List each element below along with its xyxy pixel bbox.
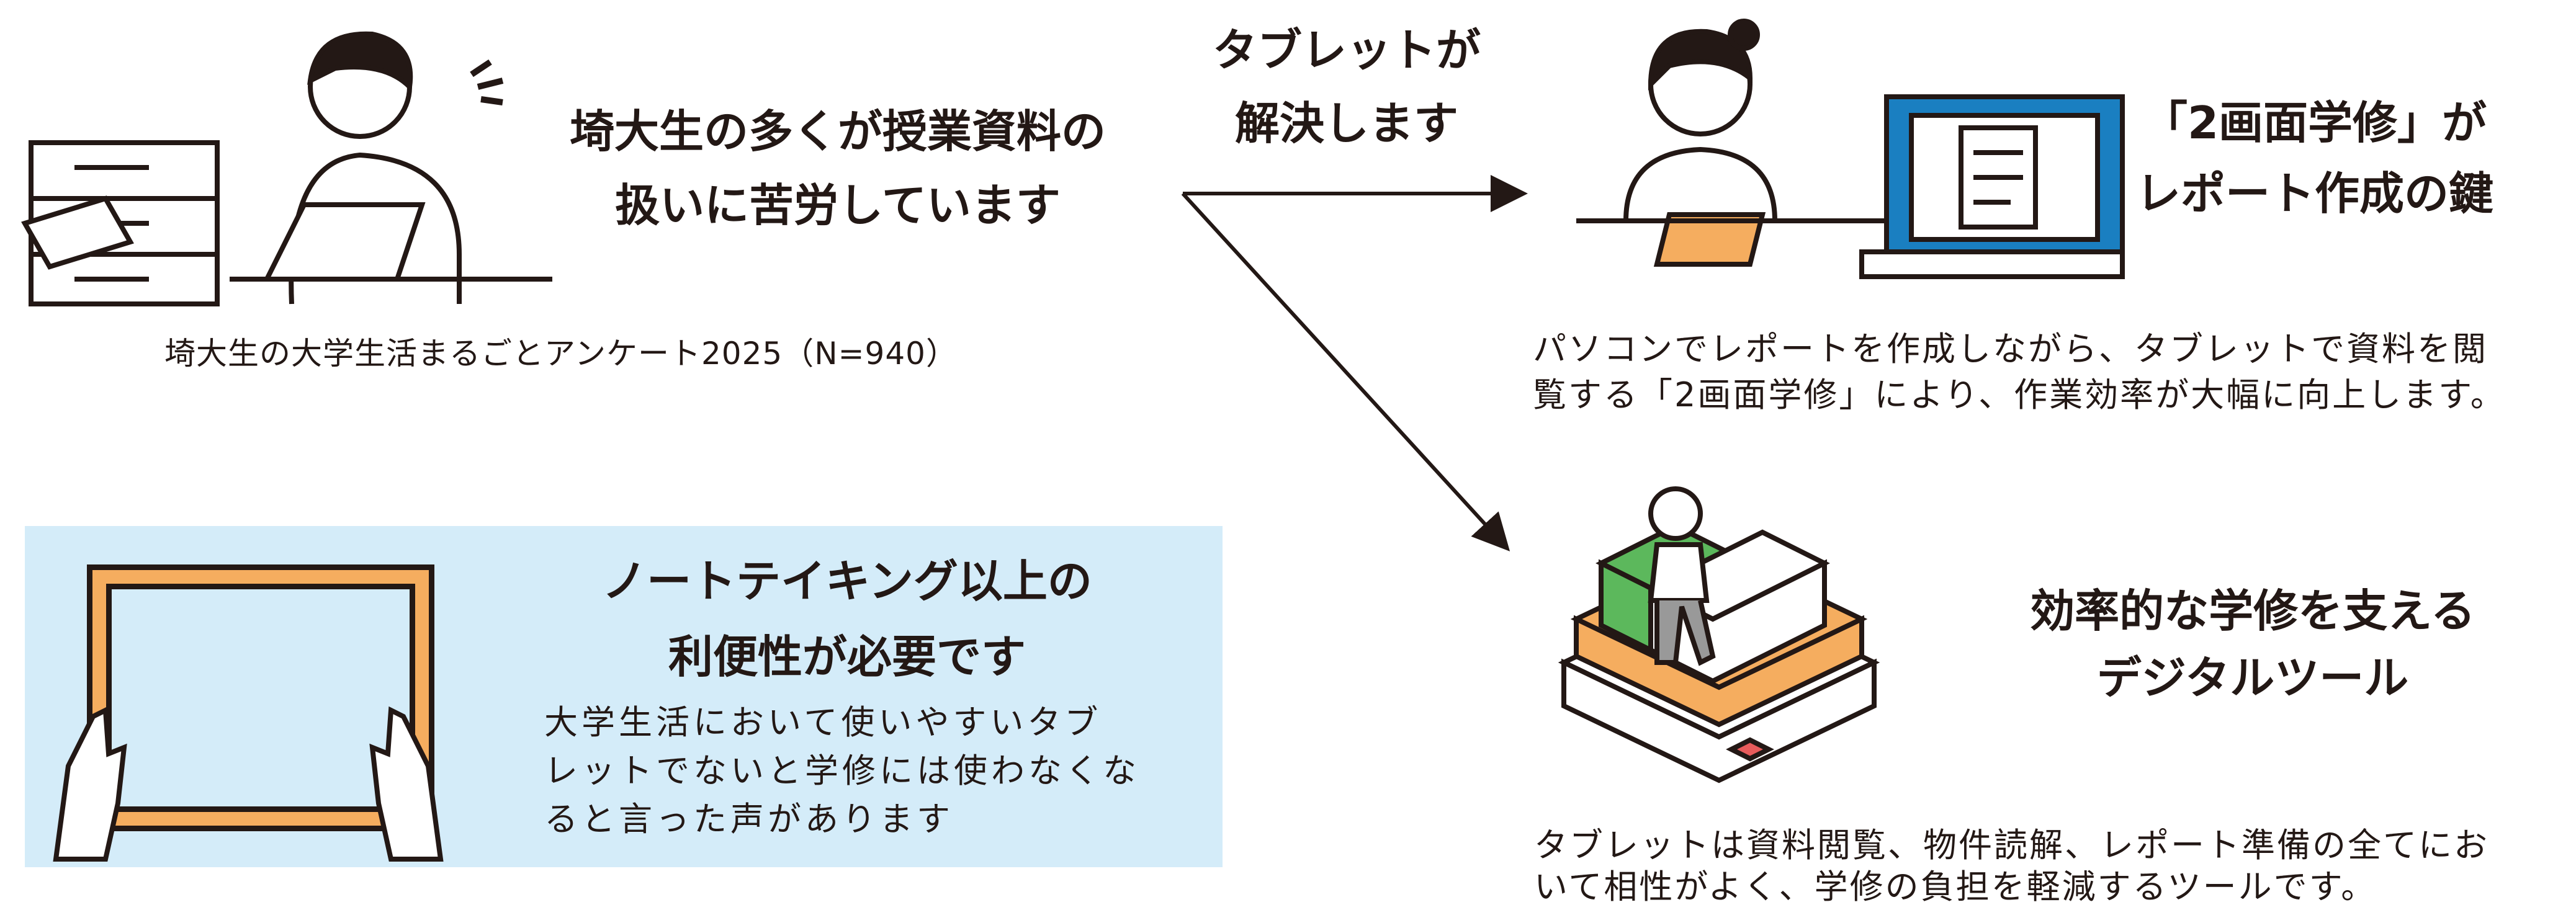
tablet-held-in-hands-illustration [53,564,444,862]
dual-screen-text-line1: パソコンでレポートを作成しながら、タブレットで資料を閲 [1533,329,2488,368]
arrow-to-digital-tool [1181,192,1510,551]
dual-screen-heading-line1: 「2画面学修」が [2142,97,2487,149]
requirement-text-line3: ると言った声があります [544,800,954,839]
problem-heading-line1: 埼大生の多くが授業資料の [569,105,1106,158]
requirement-heading-line2: 利便性が必要です [668,631,1026,683]
arrow-label-line2: 解決します [1234,97,1458,149]
student-with-printer-illustration [21,31,552,306]
survey-caption: 埼大生の大学生活まるごとアンケート2025（N=940） [164,336,958,372]
digital-tool-text-line1: タブレットは資料閲覧、物件読解、レポート準備の全てにお [1534,826,2489,865]
student-on-books-illustration [1558,486,1880,783]
digital-tool-heading-line1: 効率的な学修を支える [2030,585,2475,637]
requirement-text-line2: レットでないと学修には使わなくな [544,751,1140,790]
dual-screen-study-illustration [1576,19,2125,279]
dual-screen-heading-line2: レポート作成の鍵 [2135,167,2493,220]
requirement-text-line1: 大学生活において使いやすいタブ [544,703,1102,742]
digital-tool-text-line2: いて相性がよく、学修の負担を軽減するツールです。 [1534,867,2377,906]
problem-heading-line2: 扱いに苦労しています [615,179,1061,231]
digital-tool-heading-line2: デジタルツール [2096,652,2409,704]
arrow-label-line1: タブレットが [1212,24,1481,76]
dual-screen-text-line2: 覧する「2画面学修」により、作業効率が大幅に向上します。 [1533,375,2506,414]
requirement-heading-line1: ノートテイキング以上の [602,555,1092,607]
